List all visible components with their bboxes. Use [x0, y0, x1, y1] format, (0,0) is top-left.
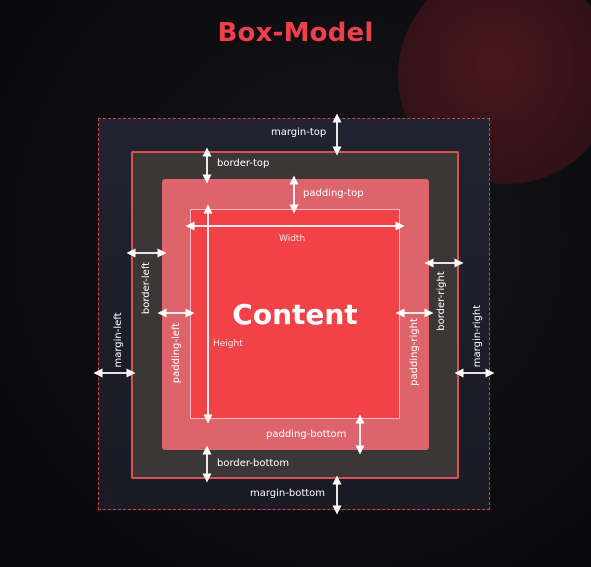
border-bottom-label: border-bottom [217, 458, 290, 469]
margin-left-label: margin-left [113, 312, 124, 368]
padding-right-label: padding-right [409, 318, 420, 386]
margin-right-label: margin-right [472, 304, 483, 368]
page-title: Box-Model [217, 18, 374, 48]
width-label: Width [279, 234, 306, 244]
border-top-label: border-top [217, 158, 270, 169]
padding-bottom-label: padding-bottom [266, 429, 347, 440]
padding-left-label: padding-left [171, 322, 182, 384]
padding-top-label: padding-top [303, 188, 364, 199]
height-label: Height [213, 339, 243, 349]
content-label: Content [232, 298, 358, 331]
border-right-label: border-right [436, 271, 447, 331]
margin-top-label: margin-top [271, 127, 327, 138]
margin-bottom-label: margin-bottom [250, 488, 326, 499]
border-left-label: border-left [141, 261, 152, 315]
